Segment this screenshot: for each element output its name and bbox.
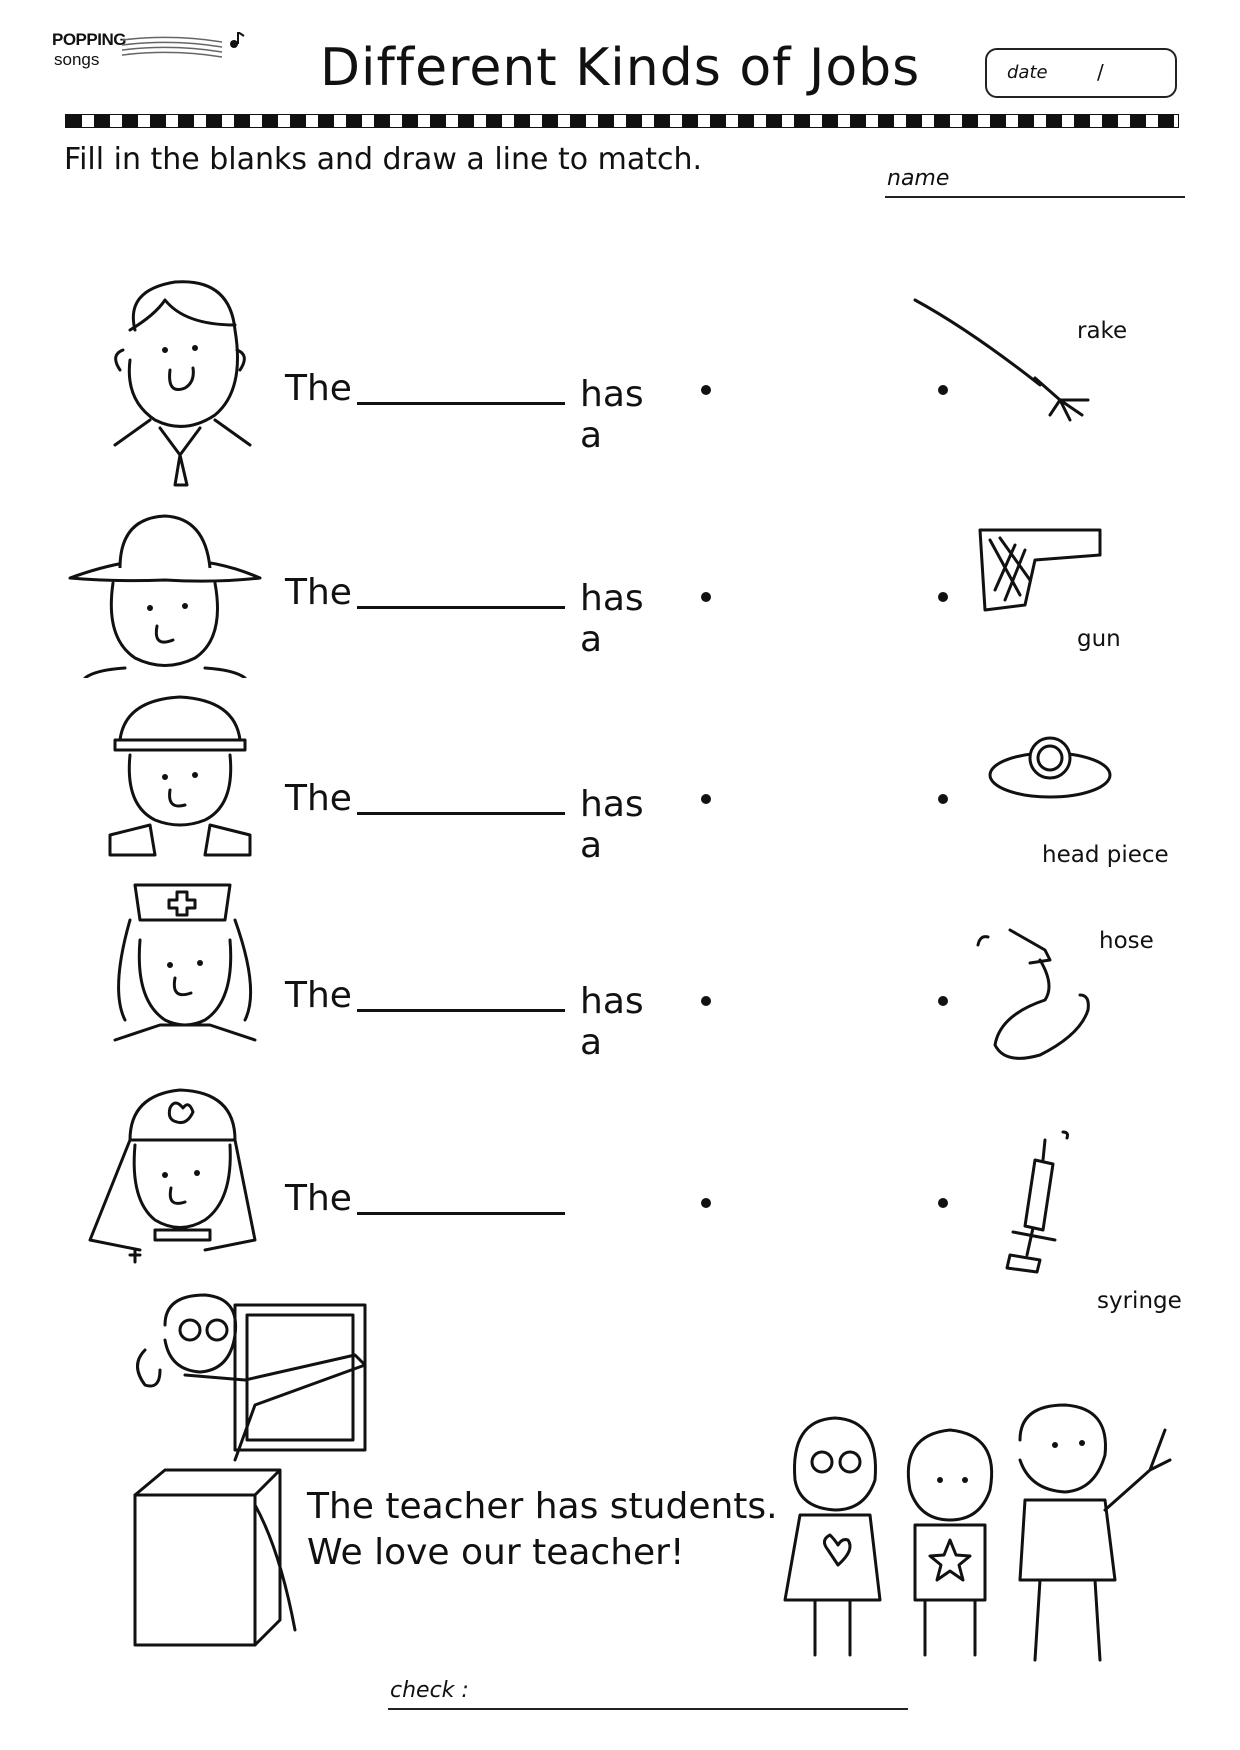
date-separator: / (1097, 60, 1104, 84)
right-match-dot-3[interactable] (938, 794, 948, 804)
tool-label-head-piece: head piece (1042, 842, 1169, 868)
logo-text-bottom: songs (54, 50, 100, 69)
date-field[interactable]: date / (985, 48, 1177, 98)
firefighter-face-icon (88, 1088, 257, 1264)
check-field[interactable]: check : (388, 1678, 908, 1710)
students-illustration (783, 1403, 1172, 1662)
checkered-divider (65, 114, 1179, 128)
has-a-text: has a (580, 374, 644, 456)
left-match-dot-4[interactable] (701, 996, 711, 1006)
blank-5[interactable] (357, 1212, 565, 1215)
blank-1[interactable] (357, 402, 565, 405)
right-match-dot-5[interactable] (938, 1198, 948, 1208)
date-label: date (1007, 62, 1048, 83)
tool-label-syringe: syringe (1097, 1288, 1182, 1314)
closing-line-2: We love our teacher! (307, 1532, 685, 1573)
tool-label-hose: hose (1099, 928, 1154, 954)
the-text: The (285, 975, 352, 1016)
right-match-dot-2[interactable] (938, 592, 948, 602)
has-a-text: has a (580, 784, 644, 866)
left-match-dot-3[interactable] (701, 794, 711, 804)
has-a-text: has a (580, 578, 644, 660)
blank-3[interactable] (357, 812, 565, 815)
page-title: Different Kinds of Jobs (320, 38, 921, 98)
farmer-face-icon (68, 514, 262, 678)
the-text: The (285, 778, 352, 819)
right-match-dot-1[interactable] (938, 385, 948, 395)
left-match-dot-5[interactable] (701, 1198, 711, 1208)
the-text: The (285, 572, 352, 613)
right-match-dot-4[interactable] (938, 996, 948, 1006)
tool-label-gun: gun (1077, 626, 1121, 652)
has-a-text: has a (580, 981, 644, 1063)
nurse-face-icon (113, 883, 257, 1042)
closing-text: The teacher has students. We love our te… (307, 1484, 778, 1576)
name-field[interactable]: name (885, 166, 1185, 198)
name-label: name (887, 166, 950, 191)
hose-icon (976, 928, 1090, 1060)
left-match-dot-2[interactable] (701, 592, 711, 602)
tool-label-rake: rake (1077, 318, 1128, 344)
head-piece-icon (988, 736, 1112, 799)
police-face-icon (108, 695, 252, 857)
gun-icon (978, 528, 1102, 612)
instructions: Fill in the blanks and draw a line to ma… (64, 142, 703, 177)
blank-2[interactable] (357, 606, 565, 609)
the-text: The (285, 1178, 352, 1219)
syringe-icon (1005, 1130, 1069, 1274)
music-staff-icon (122, 32, 245, 58)
logo-text-top: POPPING (52, 30, 126, 49)
closing-line-1: The teacher has students. (307, 1486, 778, 1527)
the-text: The (285, 368, 352, 409)
check-label: check : (390, 1678, 469, 1703)
rake-icon (913, 298, 1090, 422)
teacher-illustration (133, 1293, 367, 1647)
popping-songs-logo: POPPING songs (52, 30, 245, 90)
scout-face-icon (113, 280, 252, 487)
blank-4[interactable] (357, 1009, 565, 1012)
left-match-dot-1[interactable] (701, 385, 711, 395)
